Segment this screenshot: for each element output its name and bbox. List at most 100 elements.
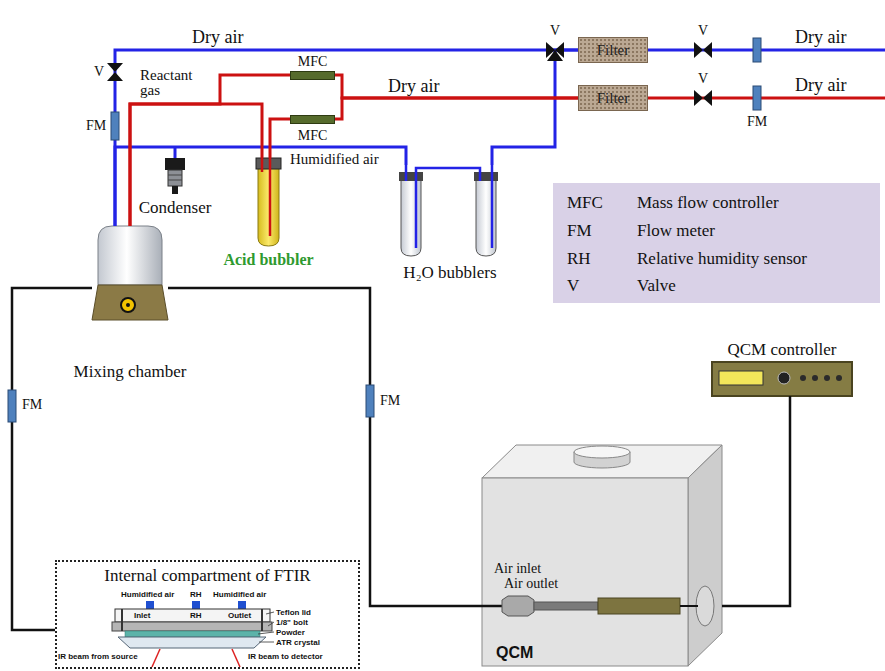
acid-bubbler-drawing: [261, 158, 264, 172]
pipe-connector: [270, 119, 290, 158]
inlet-pipes: [648, 97, 885, 100]
flow-meter-label: FM: [86, 118, 106, 134]
pipe-connector: [722, 396, 790, 606]
flow-meter-symbol: [8, 390, 16, 422]
valve-label: V: [698, 71, 708, 87]
flow-meter-symbol: [753, 86, 761, 110]
inlet-pipes: [175, 50, 885, 159]
pipe-connector: [130, 104, 262, 226]
flow-label: Dry air: [795, 27, 846, 47]
filter-label: Filter: [597, 42, 630, 59]
water-bubblers-drawing: [399, 172, 423, 181]
qcm-chamber: Air inletAir outletQCM: [482, 440, 722, 667]
atr-cell-drawing: [146, 601, 154, 609]
filter-box: Filter: [578, 85, 648, 111]
atr-cell-drawing: [232, 649, 240, 667]
valve-symbol: [107, 42, 712, 106]
condenser-drawing: [168, 175, 182, 176]
qcm-chamber-drawing: [482, 605, 503, 608]
cell-part-label: RH: [190, 611, 202, 620]
cell-part-label: IR beam to detector: [248, 652, 323, 661]
water-bubblers-drawing: [474, 172, 498, 181]
mixing-chamber-drawing: [92, 226, 168, 320]
qcm-controller-drawing: [812, 375, 818, 381]
qcm-controller-drawing: [836, 375, 842, 381]
part-label: H₂O bubblers: [403, 263, 496, 283]
atr-cell-drawing: [266, 612, 274, 614]
qcm-controller-drawing: [824, 375, 830, 381]
part-label: QCM: [496, 643, 533, 662]
key-entry: Valve: [637, 276, 676, 296]
atr-cell-drawing: [118, 637, 266, 648]
pipe-connector: [335, 75, 578, 98]
part-label: MFC: [298, 128, 328, 144]
qcm-controller-drawing: [778, 372, 790, 384]
part-label: Acid bubbler: [223, 250, 313, 269]
flow-label: Dry air: [795, 75, 846, 95]
atr-cell-drawing: [125, 631, 260, 637]
pipe-connector: [492, 50, 578, 165]
flow-label: Dry air: [388, 76, 439, 96]
part-label: Air outlet: [504, 576, 558, 592]
qcm-chamber-drawing: [696, 586, 714, 626]
flow-meter-label: FM: [22, 397, 42, 413]
qcm-controller-drawing: [712, 362, 852, 396]
qcm-chamber-drawing: [680, 605, 698, 607]
inlet-pipes: [174, 147, 177, 159]
part-label: Mixing chamber: [74, 362, 187, 382]
atr-cell-drawing: [152, 649, 160, 667]
part-label: QCM controller: [727, 340, 836, 360]
part-label: Condenser: [139, 198, 212, 218]
water-bubblers-drawing: [401, 180, 421, 256]
mixing-chamber: Mixing chamber: [92, 226, 168, 320]
acid-bubbler-drawing: [269, 158, 272, 236]
mass-flow-controller: MFC: [290, 115, 335, 124]
pipe-connector: [168, 288, 482, 606]
atr-cell-drawing: [238, 601, 246, 609]
qcm-controller-drawing: [800, 375, 806, 381]
mixing-chamber-drawing: [98, 226, 162, 285]
flow-meter-symbol: [366, 385, 374, 417]
acid-bubbler-drawing: [256, 158, 281, 246]
flow-meter-symbol: [111, 112, 119, 140]
mixing-chamber-drawing: [121, 298, 135, 312]
qcm-chamber-drawing: [688, 445, 722, 666]
mixing-chamber-drawing: [92, 285, 168, 320]
atr-cell-drawing: [192, 601, 200, 609]
valve-label: V: [94, 64, 104, 80]
flow-label: Dry air: [192, 27, 243, 47]
water-bubblers-drawing: [416, 168, 480, 248]
valve-symbol: [694, 90, 712, 106]
atr-cell-drawing: [268, 622, 274, 626]
flow-label: Humidified air: [290, 151, 379, 168]
condenser-drawing: [172, 186, 178, 194]
qcm-controller: QCM controller: [712, 362, 852, 396]
water-bubblers-drawing: [491, 165, 494, 248]
cell-part-label: Powder: [276, 628, 305, 637]
flow-meter-label: FM: [380, 393, 400, 409]
pipe-connector: [115, 50, 578, 226]
flow-label: Reactant gas: [140, 68, 206, 98]
water-bubblers: H₂O bubblers: [398, 165, 502, 257]
qcm-chamber-drawing: [482, 445, 722, 478]
key-entry: Relative humidity sensor: [637, 249, 807, 269]
qcm-chamber-drawing: [482, 445, 722, 666]
cell-part-label: ATR crystal: [276, 638, 320, 647]
valve-symbol: [107, 63, 123, 81]
condenser-drawing: [168, 180, 182, 181]
qcm-chamber-drawing: [482, 478, 688, 666]
water-bubblers-drawing: [405, 165, 408, 181]
pipe-connector: [115, 147, 406, 226]
part-label: Air inlet: [494, 561, 541, 577]
key-entry: Flow meter: [637, 221, 715, 241]
qcm-controller-drawing: [719, 371, 763, 385]
key-entry: RH: [567, 249, 591, 269]
condenser-drawing: [165, 158, 185, 170]
key-entry: FM: [567, 221, 592, 241]
atr-cell-drawing: [112, 622, 272, 631]
qcm-controller-drawing: [712, 362, 852, 396]
valve-symbol: [546, 42, 564, 61]
key-entry: Mass flow controller: [637, 193, 779, 213]
acid-bubbler-drawing: [258, 168, 279, 246]
